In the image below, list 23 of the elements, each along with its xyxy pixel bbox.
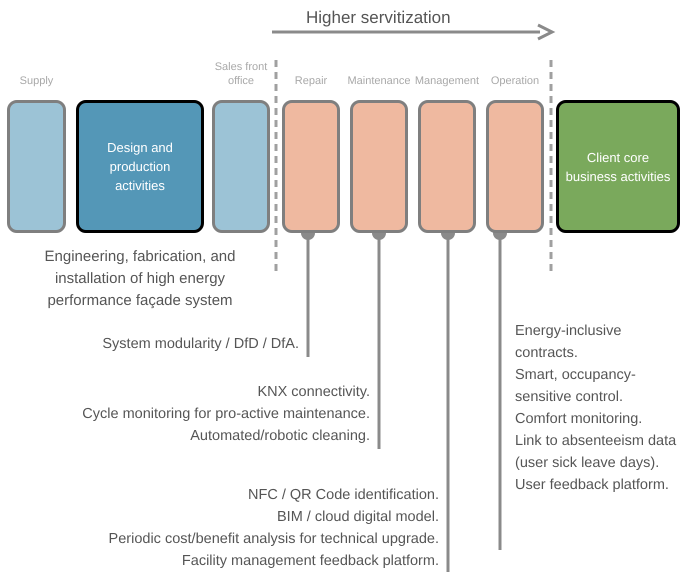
feature-text: Smart, occupancy-sensitive control. — [515, 366, 637, 407]
stage-heading: Management — [414, 74, 480, 88]
feature-text: KNX connectivity. — [257, 383, 370, 402]
feature-text: Comfort monitoring. — [515, 410, 642, 429]
axis-label: Higher servitization — [306, 7, 451, 29]
caption-text: Engineering, fabrication, and installation of high energy performance façade system — [44, 247, 236, 311]
feature-text: Periodic cost/benefit analysis for technical upgrade. — [108, 530, 439, 549]
feature-text: Cycle monitoring for pro-active maintenance. — [82, 405, 370, 424]
box-label: Client core business activities — [564, 148, 672, 186]
box-label: Design and production activities — [106, 139, 174, 195]
feature-text: Automated/robotic cleaning. — [190, 427, 370, 446]
feature-text: User feedback platform. — [515, 476, 669, 495]
feature-text: Link to absenteeism data (user sick leave days). — [515, 432, 678, 473]
stage-heading: Supply — [20, 74, 54, 88]
feature-text: Energy-inclusive contracts. — [515, 322, 622, 363]
stage-heading: Maintenance — [348, 74, 410, 88]
feature-text: BIM / cloud digital model. — [277, 508, 439, 527]
feature-text: Facility management feedback platform. — [182, 552, 439, 571]
stage-heading: Repair — [294, 74, 328, 88]
stage-heading: Sales front office — [214, 60, 268, 88]
feature-text: System modularity / DfD / DfA. — [102, 335, 299, 354]
feature-text: NFC / QR Code identification. — [248, 486, 439, 505]
stage-heading: Operation — [490, 74, 540, 88]
